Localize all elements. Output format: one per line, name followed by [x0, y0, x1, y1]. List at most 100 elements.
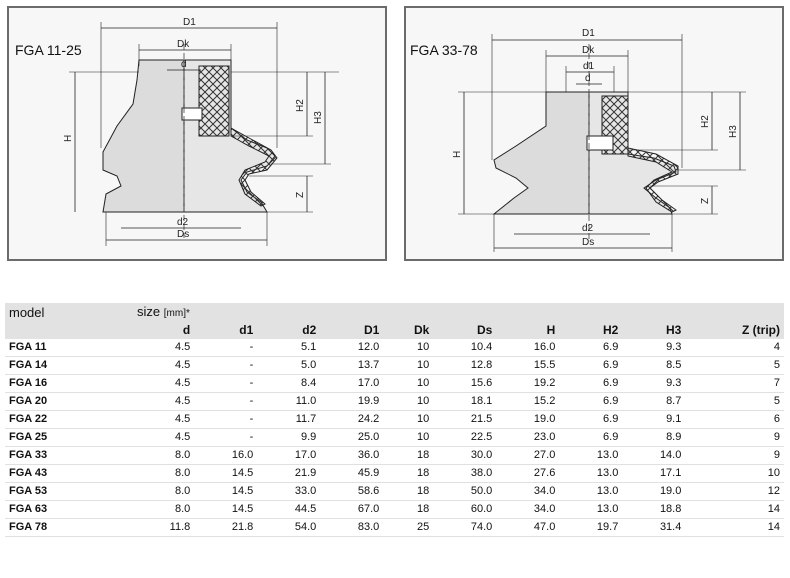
- diagram-fga-11-25: FGA 11-25 D1 Dk d H: [7, 6, 387, 261]
- column-header: Dk: [383, 322, 434, 339]
- value-cell: 15.2: [496, 392, 560, 411]
- value-cell: 30.0: [433, 446, 497, 465]
- label-Dk: Dk: [177, 39, 190, 50]
- value-cell: 15.6: [433, 374, 497, 393]
- model-cell: FGA 11: [5, 339, 133, 357]
- value-cell: 33.0: [257, 482, 321, 501]
- value-cell: 22.5: [433, 428, 497, 447]
- value-cell: 10: [383, 339, 434, 357]
- value-cell: 18: [383, 500, 434, 519]
- value-cell: 5: [685, 392, 784, 411]
- value-cell: 8.7: [622, 392, 686, 411]
- value-cell: 18.1: [433, 392, 497, 411]
- model-cell: FGA 14: [5, 356, 133, 375]
- model-cell: FGA 78: [5, 518, 133, 537]
- value-cell: 18: [383, 446, 434, 465]
- value-cell: -: [194, 339, 258, 357]
- value-cell: 19.2: [496, 374, 560, 393]
- value-cell: 14: [685, 518, 784, 537]
- column-header: d2: [257, 322, 321, 339]
- column-header: Ds: [433, 322, 497, 339]
- value-cell: 6.9: [559, 356, 623, 375]
- value-cell: 15.5: [496, 356, 560, 375]
- value-cell: 10: [383, 374, 434, 393]
- diagram-fga-33-78: FGA 33-78 D1 Dk d1 d H: [404, 6, 784, 261]
- value-cell: 14: [685, 500, 784, 519]
- label-d: d: [585, 73, 591, 84]
- value-cell: 19.7: [559, 518, 623, 537]
- value-cell: 34.0: [496, 482, 560, 501]
- value-cell: 10: [383, 356, 434, 375]
- value-cell: 14.5: [194, 464, 258, 483]
- value-cell: 19.9: [320, 392, 384, 411]
- value-cell: 5: [685, 356, 784, 375]
- label-Dk: Dk: [582, 45, 595, 56]
- column-header: H3: [622, 322, 686, 339]
- value-cell: 10: [685, 464, 784, 483]
- value-cell: 5.0: [257, 356, 321, 375]
- label-H3: H3: [313, 111, 324, 124]
- value-cell: 54.0: [257, 518, 321, 537]
- column-header: H: [496, 322, 560, 339]
- value-cell: 13.0: [559, 446, 623, 465]
- value-cell: 10: [383, 392, 434, 411]
- value-cell: -: [194, 374, 258, 393]
- label-H: H: [452, 151, 463, 158]
- label-H2: H2: [700, 115, 711, 128]
- model-cell: FGA 33: [5, 446, 133, 465]
- label-Z: Z: [295, 192, 306, 198]
- label-D1: D1: [582, 28, 595, 39]
- value-cell: 25.0: [320, 428, 384, 447]
- value-cell: 8.0: [133, 446, 195, 465]
- value-cell: 18: [383, 464, 434, 483]
- value-cell: 6.9: [559, 392, 623, 411]
- value-cell: 6.9: [559, 339, 623, 357]
- value-cell: 7: [685, 374, 784, 393]
- value-cell: 4: [685, 339, 784, 357]
- value-cell: 19.0: [622, 482, 686, 501]
- value-cell: 4.5: [133, 428, 195, 447]
- value-cell: 45.9: [320, 464, 384, 483]
- label-Ds: Ds: [582, 237, 594, 248]
- value-cell: 50.0: [433, 482, 497, 501]
- value-cell: 27.0: [496, 446, 560, 465]
- value-cell: 5.1: [257, 339, 321, 357]
- model-cell: FGA 63: [5, 500, 133, 519]
- label-d: d: [181, 59, 187, 70]
- label-Z: Z: [700, 198, 711, 204]
- value-cell: 11.0: [257, 392, 321, 411]
- column-header: D1: [320, 322, 384, 339]
- label-H3: H3: [728, 125, 739, 138]
- value-cell: 11.7: [257, 410, 321, 429]
- value-cell: 6: [685, 410, 784, 429]
- value-cell: 31.4: [622, 518, 686, 537]
- value-cell: 18.8: [622, 500, 686, 519]
- value-cell: 34.0: [496, 500, 560, 519]
- label-D1: D1: [183, 17, 196, 28]
- value-cell: 67.0: [320, 500, 384, 519]
- value-cell: 38.0: [433, 464, 497, 483]
- model-cell: FGA 53: [5, 482, 133, 501]
- value-cell: 21.8: [194, 518, 258, 537]
- value-cell: -: [194, 428, 258, 447]
- value-cell: 83.0: [320, 518, 384, 537]
- value-cell: 8.5: [622, 356, 686, 375]
- model-cell: FGA 16: [5, 374, 133, 393]
- value-cell: 6.9: [559, 410, 623, 429]
- model-cell: FGA 20: [5, 392, 133, 411]
- size-header: size [mm]*: [133, 303, 784, 322]
- value-cell: -: [194, 392, 258, 411]
- value-cell: 10.4: [433, 339, 497, 357]
- value-cell: 74.0: [433, 518, 497, 537]
- value-cell: -: [194, 356, 258, 375]
- value-cell: 6.9: [559, 374, 623, 393]
- label-d2: d2: [177, 217, 189, 228]
- value-cell: 16.0: [496, 339, 560, 357]
